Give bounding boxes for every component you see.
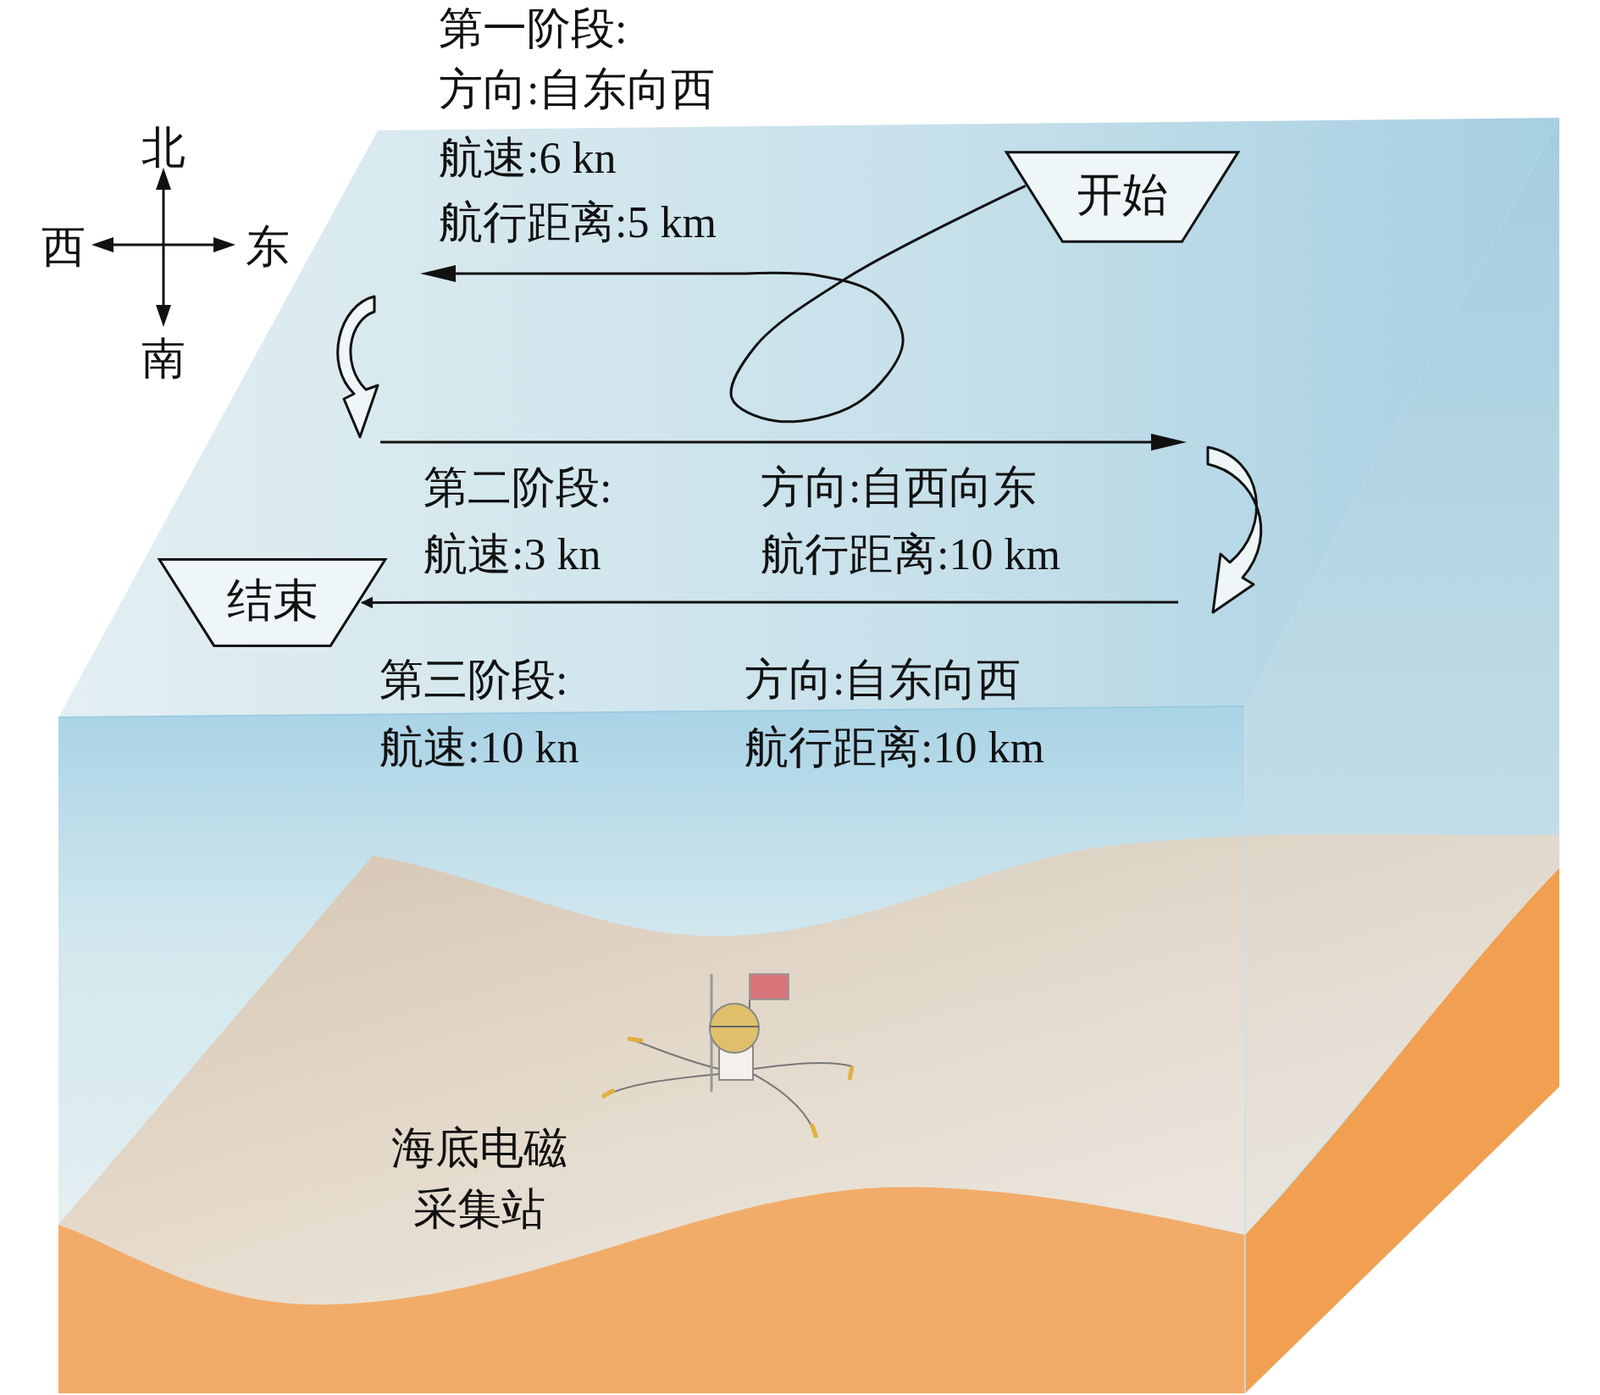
water-block <box>58 117 1560 1394</box>
speed-note: 航速:3 kn <box>423 532 601 577</box>
seafloor-station <box>602 974 853 1138</box>
compass-letter: 东 <box>245 225 290 270</box>
sea-surface <box>58 117 1560 718</box>
direction-note: 方向:自东向西 <box>744 658 1021 703</box>
surface-edge <box>58 706 1246 718</box>
compass <box>91 167 236 327</box>
track-arrowheads <box>420 265 1187 451</box>
distance-note: 航行距离:10 km <box>760 532 1061 577</box>
compass-letter: 西 <box>41 225 86 270</box>
speed-note: 航速:6 kn <box>438 136 616 181</box>
stage-heading: 第三阶段: <box>379 658 568 703</box>
start-trapezoid: 开始 <box>1002 150 1242 244</box>
block-edge <box>1244 706 1246 1394</box>
turn-arrow-east <box>1207 447 1262 613</box>
node-label: 结束 <box>226 577 319 624</box>
compass-letter: 南 <box>141 337 186 382</box>
sediment-side <box>1245 868 1560 1394</box>
station-label: 海底电磁 采集站 <box>384 1118 575 1241</box>
end-trapezoid: 结束 <box>155 558 389 648</box>
turn-arrow-west <box>337 296 378 438</box>
direction-note: 方向:自东向西 <box>438 67 715 112</box>
node-label: 开始 <box>1076 171 1169 218</box>
direction-note: 方向:自西向东 <box>760 465 1037 510</box>
stage-heading: 第一阶段: <box>438 6 627 51</box>
turn-arrows <box>337 296 1262 613</box>
speed-note: 航速:10 kn <box>379 725 579 770</box>
sediment-front <box>58 1187 1246 1394</box>
distance-note: 航行距离:10 km <box>744 725 1045 770</box>
distance-note: 航行距离:5 km <box>438 200 717 245</box>
survey-track <box>361 185 1179 603</box>
compass-letter: 北 <box>141 126 186 171</box>
stage-heading: 第二阶段: <box>423 465 612 510</box>
